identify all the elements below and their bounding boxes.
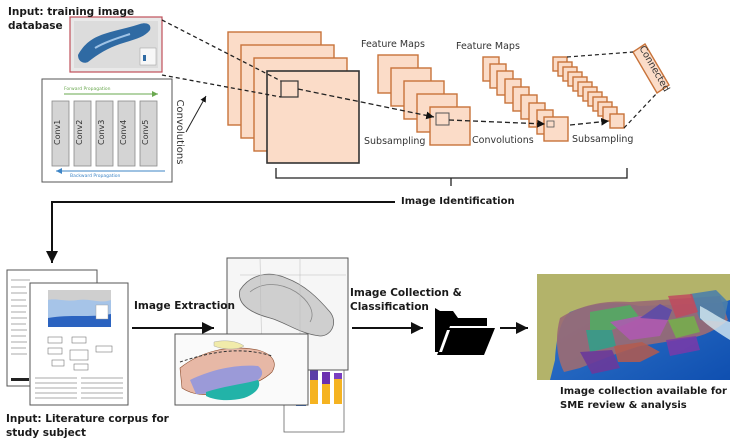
feature-maps-label-2: Feature Maps [456,41,520,52]
conv5-layer [139,100,158,167]
training-image-thumbnail [69,16,163,73]
conv3-layer [95,100,114,167]
image-collection-label: Image Collection & Classification [350,286,462,314]
image-collection-label-line1: Image Collection & [350,287,462,299]
backward-propagation-label: Backward Propagation [70,174,121,179]
input-feature-stack [227,31,360,164]
training-input-label-line2: database [8,20,63,32]
output-collection-label-line2: SME review & analysis [560,400,687,411]
feature-maps-stack-1 [377,54,471,146]
conv2-label: Conv2 [75,119,84,145]
extracted-images-collage [174,257,349,433]
cnn-bracket [275,168,628,186]
subsampling-label-1: Subsampling [364,136,426,147]
conv2-layer [73,100,92,167]
literature-corpus-label: Input: Literature corpus for study subje… [6,412,169,440]
conv4-label: Conv4 [119,119,128,145]
folder-open-icon [435,308,495,355]
feature-maps-stack-3 [552,56,625,129]
output-collection-label-line1: Image collection available for [560,386,727,397]
subsampling-label-2: Subsampling [572,134,634,145]
conv1-label: Conv1 [53,119,62,145]
image-collection-label-line2: Classification [350,301,429,313]
feature-maps-stack-2 [482,56,569,142]
literature-corpus-label-line2: study subject [6,427,86,439]
image-identification-label: Image Identification [401,196,515,207]
feature-maps-label-1: Feature Maps [361,39,425,50]
literature-corpus-label-line1: Input: Literature corpus for [6,413,169,425]
conv4-layer [117,100,136,167]
conv5-label: Conv5 [141,119,150,145]
convolutions-vertical-label: Convolutions [174,99,185,165]
literature-corpus-documents [6,269,129,406]
convolutions-arrow [185,95,207,133]
training-input-label-line1: Input: training image [8,6,135,18]
training-input-label: Input: training image database [8,5,134,33]
identification-connector [46,201,395,263]
conv1-layer [51,100,70,167]
cnn-training-box [41,78,173,183]
conv3-label: Conv3 [97,119,106,145]
forward-propagation-label: Forward Propagation [64,87,111,92]
image-extraction-label: Image Extraction [134,300,235,312]
classified-output-map [537,274,730,380]
output-collection-label: Image collection available for SME revie… [560,385,727,413]
connected-layer [632,43,670,94]
convolutions-label: Convolutions [472,135,534,146]
